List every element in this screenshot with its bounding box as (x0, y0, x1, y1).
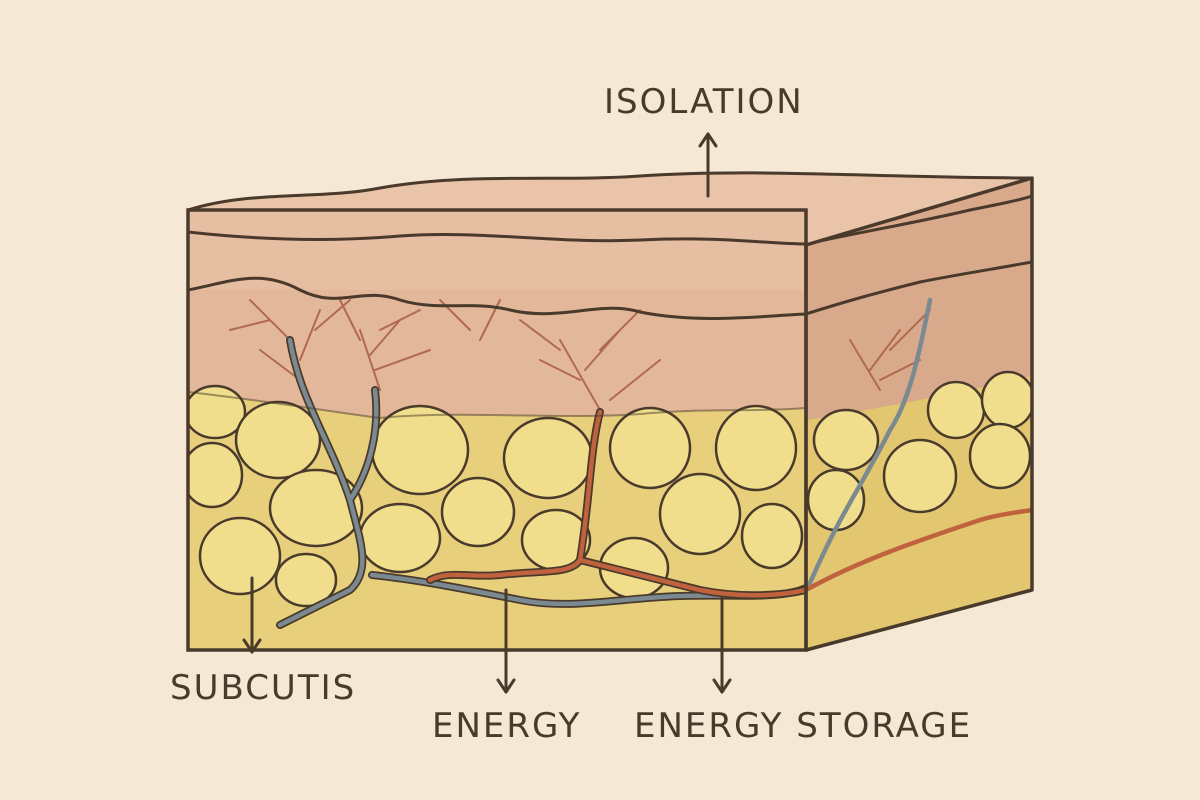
dermis-boundary (188, 276, 806, 320)
arrow-energy (496, 588, 516, 694)
side-epidermis-boundary (806, 194, 1032, 246)
fat-cell (358, 502, 442, 574)
fat-cell (968, 422, 1032, 490)
side-dermis-boundary (806, 260, 1032, 316)
arrow-energy-storage (712, 596, 732, 694)
capillary (229, 299, 351, 381)
label-energy: ENERGY (432, 706, 582, 746)
fat-cell (188, 384, 247, 440)
capillary (849, 309, 931, 391)
fat-cell (502, 416, 594, 500)
arrow-isolation (698, 132, 718, 198)
fat-cell (740, 502, 804, 570)
label-subcutis: SUBCUTIS (170, 668, 357, 708)
epidermis-layer (188, 210, 806, 295)
fat-cells-front (188, 384, 804, 608)
subcutis-boundary (188, 391, 806, 420)
fat-cell (658, 472, 742, 556)
label-isolation: ISOLATION (604, 82, 804, 122)
fat-cell (268, 468, 364, 548)
capillaries-side (849, 309, 931, 391)
label-energy-storage: ENERGY STORAGE (634, 706, 973, 746)
fat-cell (274, 552, 338, 608)
fat-cell (370, 404, 470, 496)
fat-cell (926, 380, 986, 440)
side-artery (806, 507, 1032, 593)
arrow-subcutis (242, 576, 262, 654)
fat-cell (234, 400, 322, 480)
fat-cell (980, 370, 1032, 430)
side-vein (806, 297, 933, 593)
fat-cell (198, 516, 282, 596)
epidermis-boundary (188, 230, 806, 246)
arrows (242, 132, 732, 694)
capillary (339, 299, 431, 391)
fat-cell (188, 441, 244, 509)
block-side-outline (804, 176, 1034, 652)
fat-cell (882, 438, 958, 514)
fat-cell (806, 468, 866, 532)
fat-cells-side (806, 370, 1032, 532)
capillary (519, 309, 661, 411)
fat-cell (440, 476, 516, 548)
fat-cell (812, 408, 880, 472)
dermis-layer (188, 290, 806, 420)
fat-cell (608, 406, 692, 490)
fat-cell (714, 404, 798, 492)
